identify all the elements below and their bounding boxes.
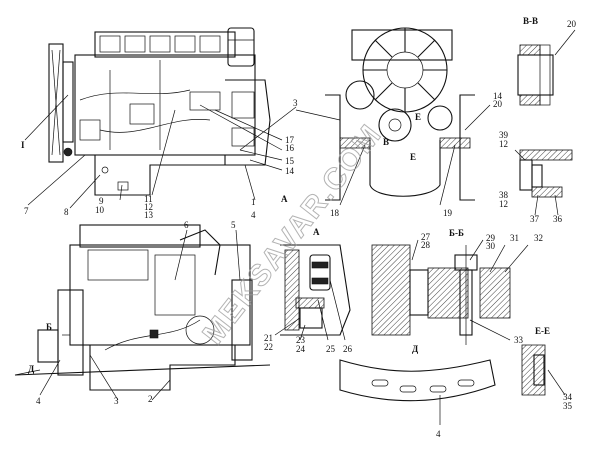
callout-numbers: 1 2 3 3 4 4 4 5 6 7 8 9 10 11 12 13 17 1…	[24, 19, 577, 439]
label-d-left: Д	[28, 364, 35, 374]
engine-side-view-top	[24, 27, 297, 209]
callout-8: 8	[64, 207, 69, 217]
callout-1: 1	[251, 197, 256, 207]
callout-4: 4	[251, 210, 256, 220]
callout-27: 27	[421, 232, 431, 242]
callout-14: 14	[285, 166, 295, 176]
detail-e-e	[521, 344, 566, 396]
callout-2: 2	[148, 394, 153, 404]
callout-20: 20	[493, 99, 503, 109]
label-b-small: Б	[46, 322, 52, 332]
callout-35: 35	[563, 401, 573, 411]
callout-21: 21	[264, 333, 273, 343]
callout-10: 10	[95, 205, 105, 215]
callout-9: 9	[99, 196, 104, 206]
callout-23: 23	[296, 335, 306, 345]
callout-31: 31	[510, 233, 519, 243]
callout-5: 5	[231, 220, 236, 230]
callout-24: 24	[296, 344, 306, 354]
label-a: А	[313, 227, 320, 237]
callout-26: 26	[343, 344, 353, 354]
callout-16: 16	[285, 143, 295, 153]
label-a-small: А	[281, 194, 288, 204]
callout-17: 17	[285, 135, 295, 145]
detail-a	[274, 244, 351, 341]
callout-6: 6	[184, 220, 189, 230]
callout-11: 11	[144, 194, 153, 204]
callout-34: 34	[563, 392, 573, 402]
label-b-b: Б-Б	[449, 228, 464, 238]
callout-33: 33	[514, 335, 524, 345]
callout-12: 12	[499, 199, 508, 209]
callout-13: 13	[144, 210, 154, 220]
callout-32: 32	[534, 233, 543, 243]
callout-14: 14	[493, 91, 503, 101]
callout-38: 38	[499, 190, 509, 200]
label-v-v: В-В	[523, 16, 538, 26]
label-e-upper: Е	[415, 112, 421, 122]
callout-3: 3	[293, 98, 298, 108]
callout-12: 12	[144, 202, 153, 212]
callout-39: 39	[499, 130, 509, 140]
label-e-lower: Е	[410, 152, 416, 162]
callout-36: 36	[553, 214, 563, 224]
callout-12: 12	[499, 139, 508, 149]
callout-18: 18	[330, 208, 340, 218]
callout-28: 28	[421, 240, 431, 250]
callout-15: 15	[285, 156, 295, 166]
label-v-small: В	[383, 137, 389, 147]
label-e-e: Е-Е	[535, 326, 550, 336]
callout-3: 3	[114, 396, 119, 406]
callout-20: 20	[567, 19, 577, 29]
callout-4: 4	[36, 396, 41, 406]
callout-25: 25	[326, 344, 336, 354]
detail-bolt-right	[514, 149, 573, 216]
label-d-mid: Д	[412, 344, 419, 354]
label-roman-one: I	[21, 140, 25, 150]
fan-blades	[363, 28, 447, 112]
engine-front-view	[295, 27, 491, 206]
engine-side-view-bottom	[14, 224, 271, 401]
callout-22: 22	[264, 342, 273, 352]
detail-v-v	[517, 29, 576, 106]
callout-7: 7	[24, 206, 29, 216]
callout-19: 19	[443, 208, 453, 218]
callout-4: 4	[436, 429, 441, 439]
callout-37: 37	[530, 214, 540, 224]
callout-30: 30	[486, 241, 496, 251]
detail-d	[339, 359, 496, 425]
callout-29: 29	[486, 233, 496, 243]
detail-b-b	[371, 239, 529, 345]
